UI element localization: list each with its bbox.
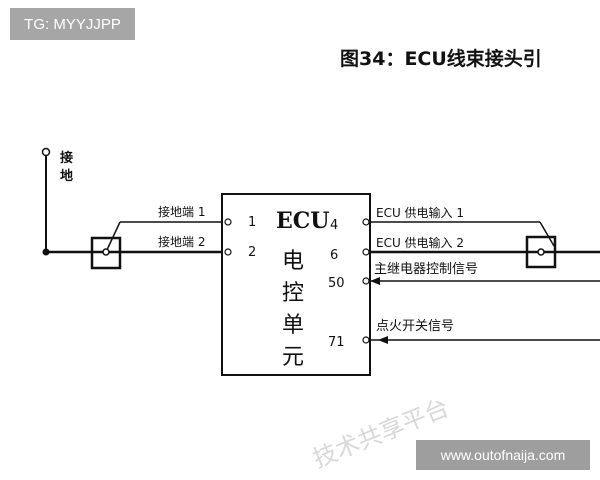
left-terminal-label-1: 接地端 1 xyxy=(158,204,205,219)
power-wire-1-branch xyxy=(539,221,555,247)
pin-number-50: 50 xyxy=(328,276,345,291)
ecu-char-3: 单 xyxy=(282,313,304,338)
ecu-box xyxy=(221,193,371,376)
right-terminal-label-71: 点火开关信号 xyxy=(376,319,454,334)
left-connector xyxy=(90,236,122,270)
ground-terminal-dot xyxy=(41,147,51,157)
pin-dot-71 xyxy=(362,336,370,344)
pin-number-4: 4 xyxy=(330,218,338,233)
pin-dot-4 xyxy=(362,218,370,226)
right-terminal-label-50: 主继电器控制信号 xyxy=(374,262,478,277)
ecu-char-1: 电 xyxy=(282,249,304,274)
relay-arrow xyxy=(370,277,380,285)
right-terminal-label-4: ECU 供电输入 1 xyxy=(376,205,464,220)
ecu-char-2: 控 xyxy=(282,281,304,306)
tg-tag: TG: MYYJJPP xyxy=(10,8,135,40)
right-connector xyxy=(525,235,557,269)
ecu-char-4: 元 xyxy=(282,345,304,370)
pin-dot-1 xyxy=(224,218,232,226)
site-watermark: www.outofnaija.com xyxy=(416,440,590,470)
pin-number-71: 71 xyxy=(328,335,345,350)
ecu-title: ECU xyxy=(276,208,329,234)
pin-number-2: 2 xyxy=(248,245,256,260)
pin-dot-2 xyxy=(224,248,232,256)
pin-number-1: 1 xyxy=(248,215,256,230)
diagram-title: 图34：ECU线束接头引 xyxy=(340,48,542,70)
ground-wire-1-branch xyxy=(105,221,121,253)
left-connector-pin xyxy=(102,248,110,256)
ground-label-char-1: 接 xyxy=(60,150,73,166)
ground-label-char-2: 地 xyxy=(60,168,73,184)
ignition-arrow xyxy=(378,336,388,344)
left-terminal-label-2: 接地端 2 xyxy=(158,234,205,249)
pin-number-6: 6 xyxy=(330,248,338,263)
right-terminal-label-6: ECU 供电输入 2 xyxy=(376,235,464,250)
right-connector-pin xyxy=(537,248,545,256)
pin-dot-6 xyxy=(362,248,370,256)
pin-dot-50 xyxy=(362,277,370,285)
